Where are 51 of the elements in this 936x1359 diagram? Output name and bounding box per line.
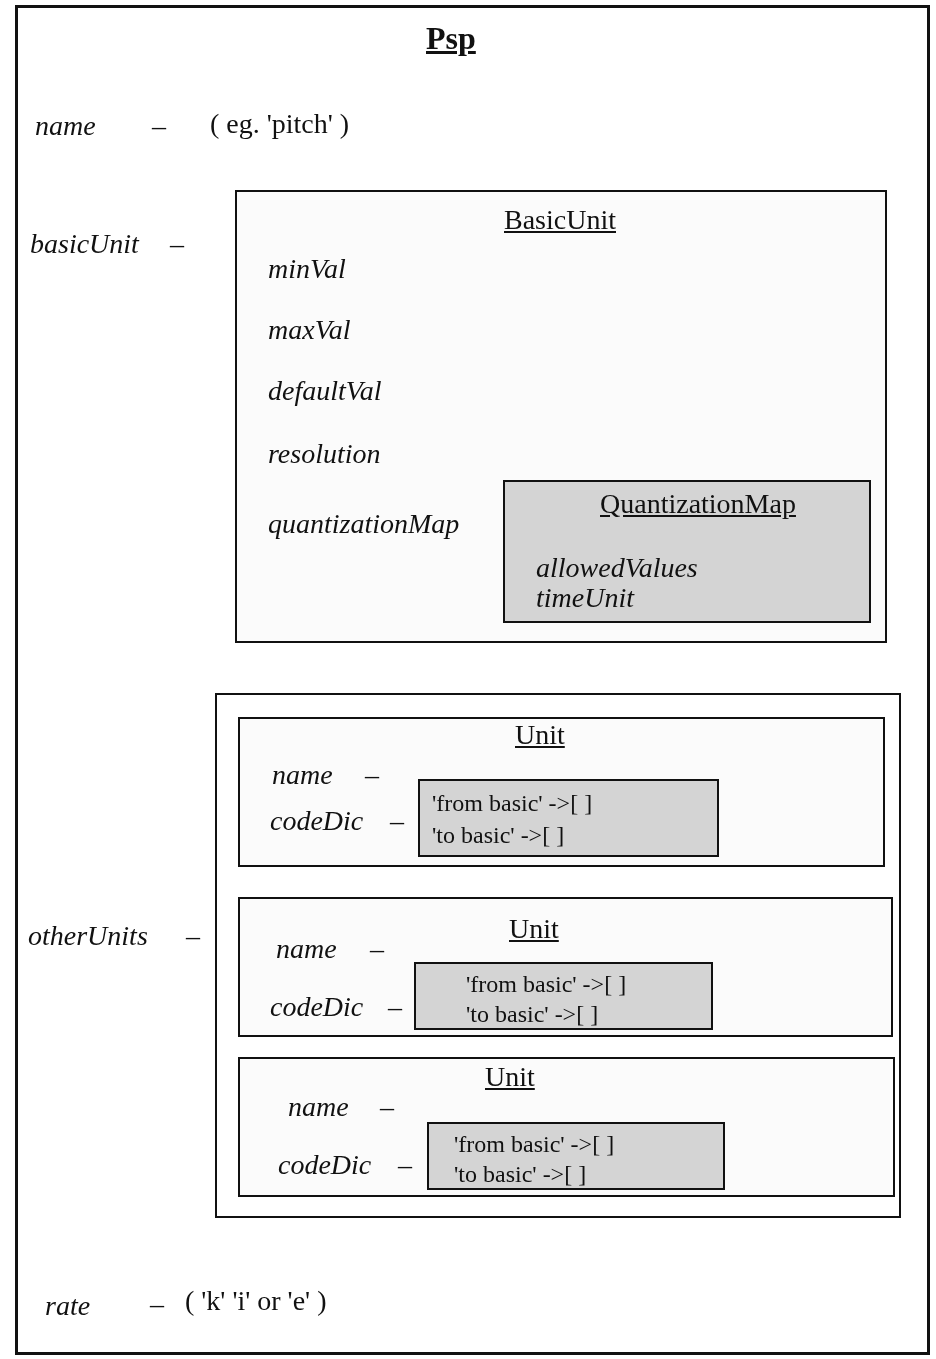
class-heading: Unit (509, 913, 559, 945)
field-name: quantizationMap (268, 508, 460, 540)
dash: – (150, 1288, 164, 1320)
field-name: timeUnit (536, 582, 634, 614)
field-name: defaultVal (268, 375, 382, 407)
dash: – (370, 933, 384, 965)
map-box (427, 1122, 725, 1190)
field-name: codeDic (278, 1149, 372, 1181)
class-box (238, 717, 885, 867)
field-name: rate (45, 1290, 91, 1322)
field-name: codeDic (270, 991, 364, 1023)
field-name: name (272, 759, 333, 791)
map-box (418, 779, 719, 857)
field-name: codeDic (270, 805, 364, 837)
class-box (235, 190, 887, 643)
field-name: name (288, 1091, 349, 1123)
mapping-entry: 'from basic' ->[ ] (432, 789, 593, 817)
dash: – (186, 920, 200, 952)
mapping-entry: 'from basic' ->[ ] (454, 1130, 615, 1158)
dash: – (388, 991, 402, 1023)
mapping-entry: 'to basic' ->[ ] (466, 1000, 599, 1028)
dash: – (380, 1091, 394, 1123)
dash: – (152, 110, 166, 142)
heading: Psp (426, 20, 476, 56)
field-name: minVal (268, 253, 346, 285)
field-name: maxVal (268, 314, 351, 346)
dash: – (365, 759, 379, 791)
class-heading: Unit (515, 719, 565, 751)
field-name: allowedValues (536, 552, 698, 584)
field-name: resolution (268, 438, 381, 470)
structure-box (15, 5, 930, 1355)
mapping-entry: 'to basic' ->[ ] (454, 1160, 587, 1188)
value-note: ( 'k' 'i' or 'e' ) (185, 1285, 327, 1317)
value-note: ( eg. 'pitch' ) (210, 108, 350, 140)
field-name: name (35, 110, 96, 142)
field-name: otherUnits (28, 920, 148, 952)
dash: – (170, 228, 184, 260)
container-box (215, 693, 901, 1218)
class-heading: BasicUnit (504, 204, 616, 236)
mapping-entry: 'from basic' ->[ ] (466, 970, 627, 998)
class-heading: Unit (485, 1061, 535, 1093)
map-box (503, 480, 871, 623)
map-box (414, 962, 713, 1030)
dash: – (398, 1149, 412, 1181)
dash: – (390, 805, 404, 837)
field-name: name (276, 933, 337, 965)
class-box (238, 897, 893, 1037)
mapping-entry: 'to basic' ->[ ] (432, 821, 565, 849)
class-box (238, 1057, 895, 1197)
field-name: basicUnit (30, 228, 139, 260)
class-heading: QuantizationMap (600, 488, 796, 520)
